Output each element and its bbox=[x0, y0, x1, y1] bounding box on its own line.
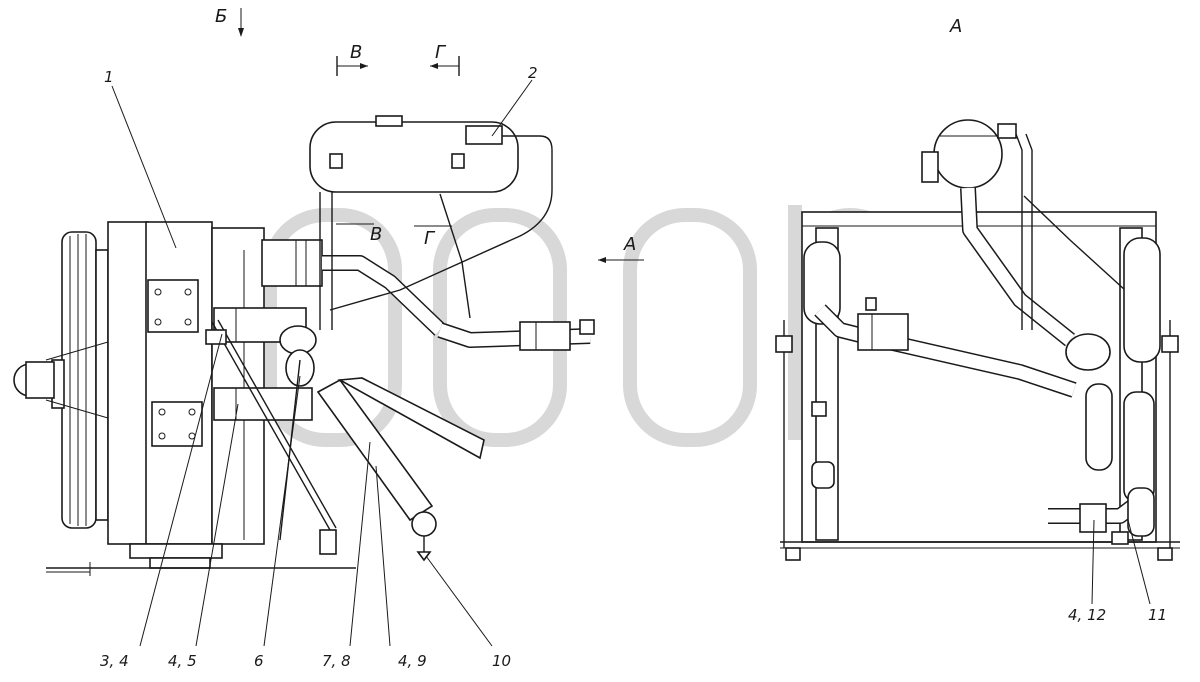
callout-6: 6 bbox=[254, 652, 264, 670]
section-g-mid: Г bbox=[424, 228, 436, 249]
view-b-label: Б bbox=[215, 6, 227, 27]
callout-2: 2 bbox=[528, 64, 538, 82]
side-view bbox=[775, 119, 1180, 605]
fan-assembly bbox=[13, 231, 109, 529]
section-v-top: В bbox=[350, 42, 362, 63]
outlet-hose bbox=[437, 319, 595, 351]
section-g-top: Г bbox=[435, 42, 447, 63]
section-marks-mid: В Г А bbox=[336, 223, 644, 263]
middle-hose bbox=[213, 307, 317, 387]
diagonal-pipe bbox=[316, 377, 485, 562]
section-v-mid: В bbox=[370, 224, 382, 245]
section-marks-top: В Г bbox=[336, 42, 460, 76]
callout-1: 1 bbox=[104, 68, 114, 86]
callout-4-5: 4, 5 bbox=[168, 652, 197, 670]
base-frame bbox=[46, 562, 356, 576]
callout-11: 11 bbox=[1148, 606, 1167, 624]
callout-3-4: 3, 4 bbox=[100, 652, 129, 670]
callout-4-9: 4, 9 bbox=[398, 652, 427, 670]
callout-4-12: 4, 12 bbox=[1068, 606, 1106, 624]
callout-7-8: 7, 8 bbox=[322, 652, 351, 670]
callouts: 1 2 3, 4 4, 5 6 7, 8 4, 9 10 4, 12 11 bbox=[100, 64, 1167, 670]
main-view bbox=[13, 115, 595, 576]
view-a-title: А bbox=[949, 16, 962, 37]
rod bbox=[205, 319, 337, 555]
leader-lines bbox=[111, 79, 533, 647]
expansion-tank-2 bbox=[309, 115, 553, 330]
callout-10: 10 bbox=[492, 652, 511, 670]
view-b-marker: Б bbox=[215, 6, 244, 37]
upper-hose bbox=[261, 239, 446, 336]
section-a-arrow-label: А bbox=[623, 234, 636, 255]
